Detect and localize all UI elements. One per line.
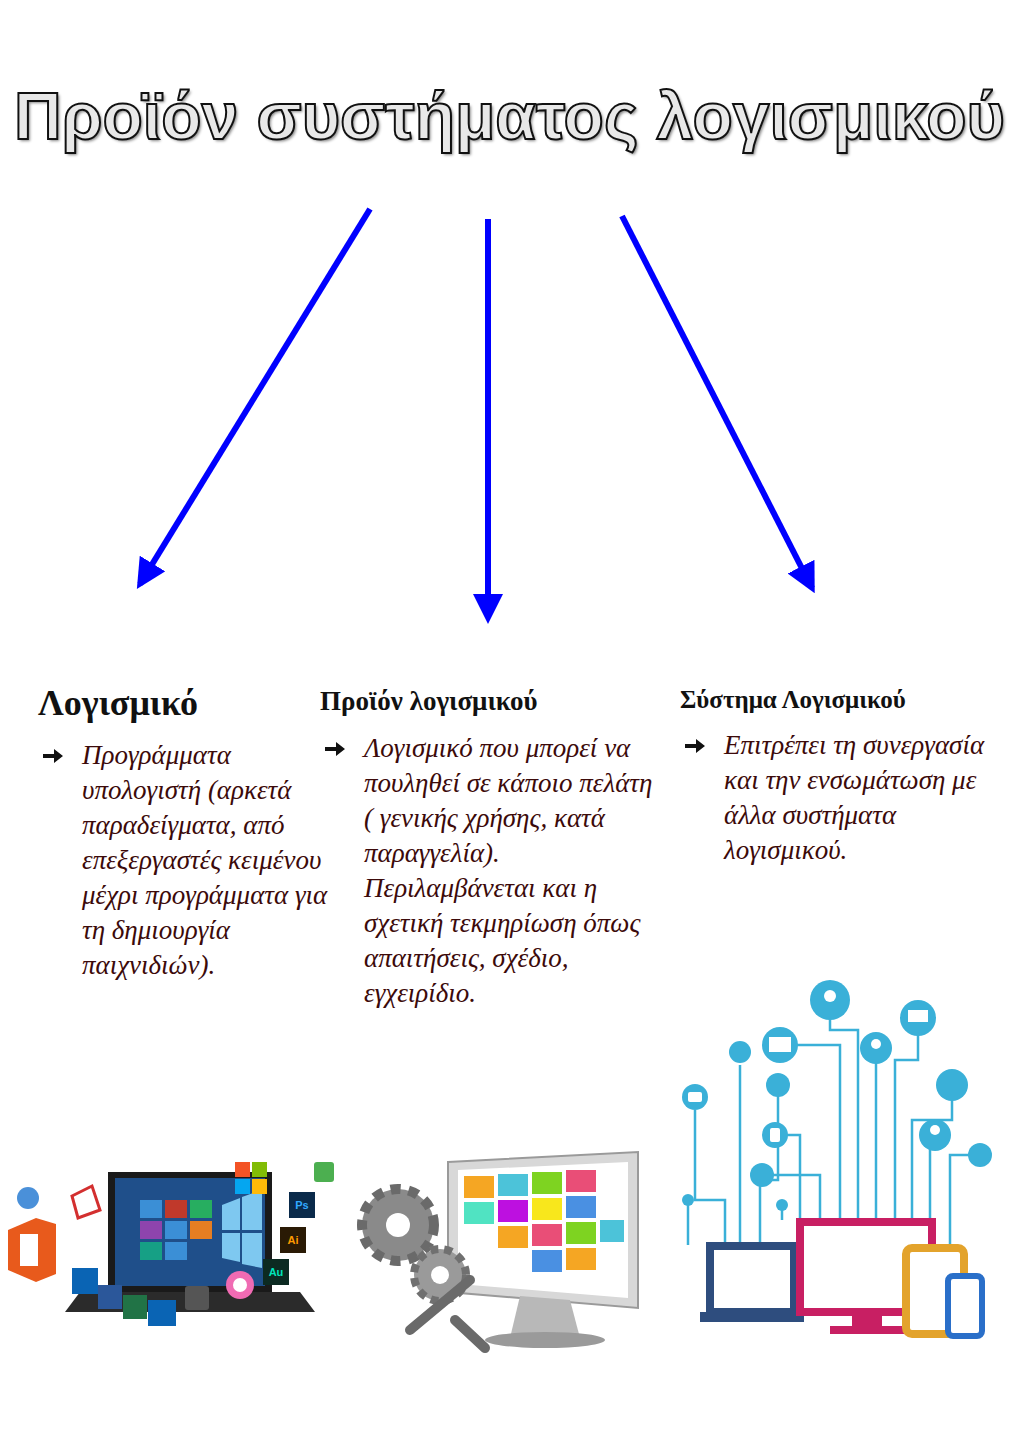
- arrow-bullet: [42, 747, 64, 765]
- blue-arrow: [622, 216, 812, 588]
- title-text: Προϊόν συστήματος λογισμικού: [10, 78, 1014, 154]
- arrow-bullet: [324, 740, 346, 758]
- app-icon-label: Ai: [280, 1227, 306, 1253]
- app-icon-label: Ps: [289, 1192, 315, 1218]
- monitor-illustration: [362, 1152, 638, 1348]
- column-heading: Προϊόν λογισμικού: [320, 686, 660, 717]
- app-icon-label: Au: [263, 1259, 289, 1285]
- diagram-title: Προϊόν συστήματος λογισμικού: [10, 78, 1014, 154]
- column-body: Επιτρέπει τη συνεργασία και την ενσωμάτω…: [680, 728, 1015, 868]
- blue-arrow: [140, 209, 370, 584]
- column-heading: Σύστημα Λογισμικού: [680, 686, 1015, 714]
- column-body: Προγράμματα υπολογιστή (αρκετά παραδείγμ…: [38, 738, 338, 983]
- arrow-bullet: [684, 737, 706, 755]
- laptop-illustration: [8, 1162, 334, 1326]
- column-heading: Λογισμικό: [38, 682, 338, 724]
- column-body: Λογισμικό που μπορεί να πουληθεί σε κάπο…: [320, 731, 660, 1011]
- concept-column: Σύστημα ΛογισμικούΕπιτρέπει τη συνεργασί…: [680, 686, 1015, 868]
- network-illustration: [682, 980, 992, 1336]
- blue-arrow: [485, 219, 491, 618]
- concept-column: Προϊόν λογισμικούΛογισμικό που μπορεί να…: [320, 686, 660, 1011]
- concept-column: ΛογισμικόΠρογράμματα υπολογιστή (αρκετά …: [38, 682, 338, 983]
